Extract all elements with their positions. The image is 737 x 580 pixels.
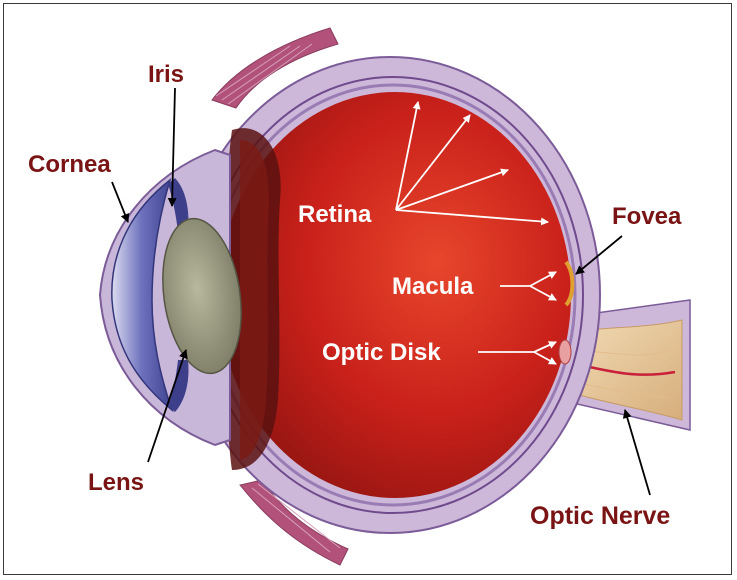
label-fovea: Fovea — [612, 203, 682, 230]
label-cornea: Cornea — [28, 151, 111, 178]
label-iris: Iris — [148, 61, 184, 88]
label-optic-disk: Optic Disk — [322, 339, 441, 366]
label-lens: Lens — [88, 469, 144, 496]
label-optic-nerve: Optic Nerve — [530, 502, 670, 530]
label-macula: Macula — [392, 273, 474, 300]
label-retina: Retina — [298, 201, 372, 228]
optic-disk — [559, 340, 571, 364]
